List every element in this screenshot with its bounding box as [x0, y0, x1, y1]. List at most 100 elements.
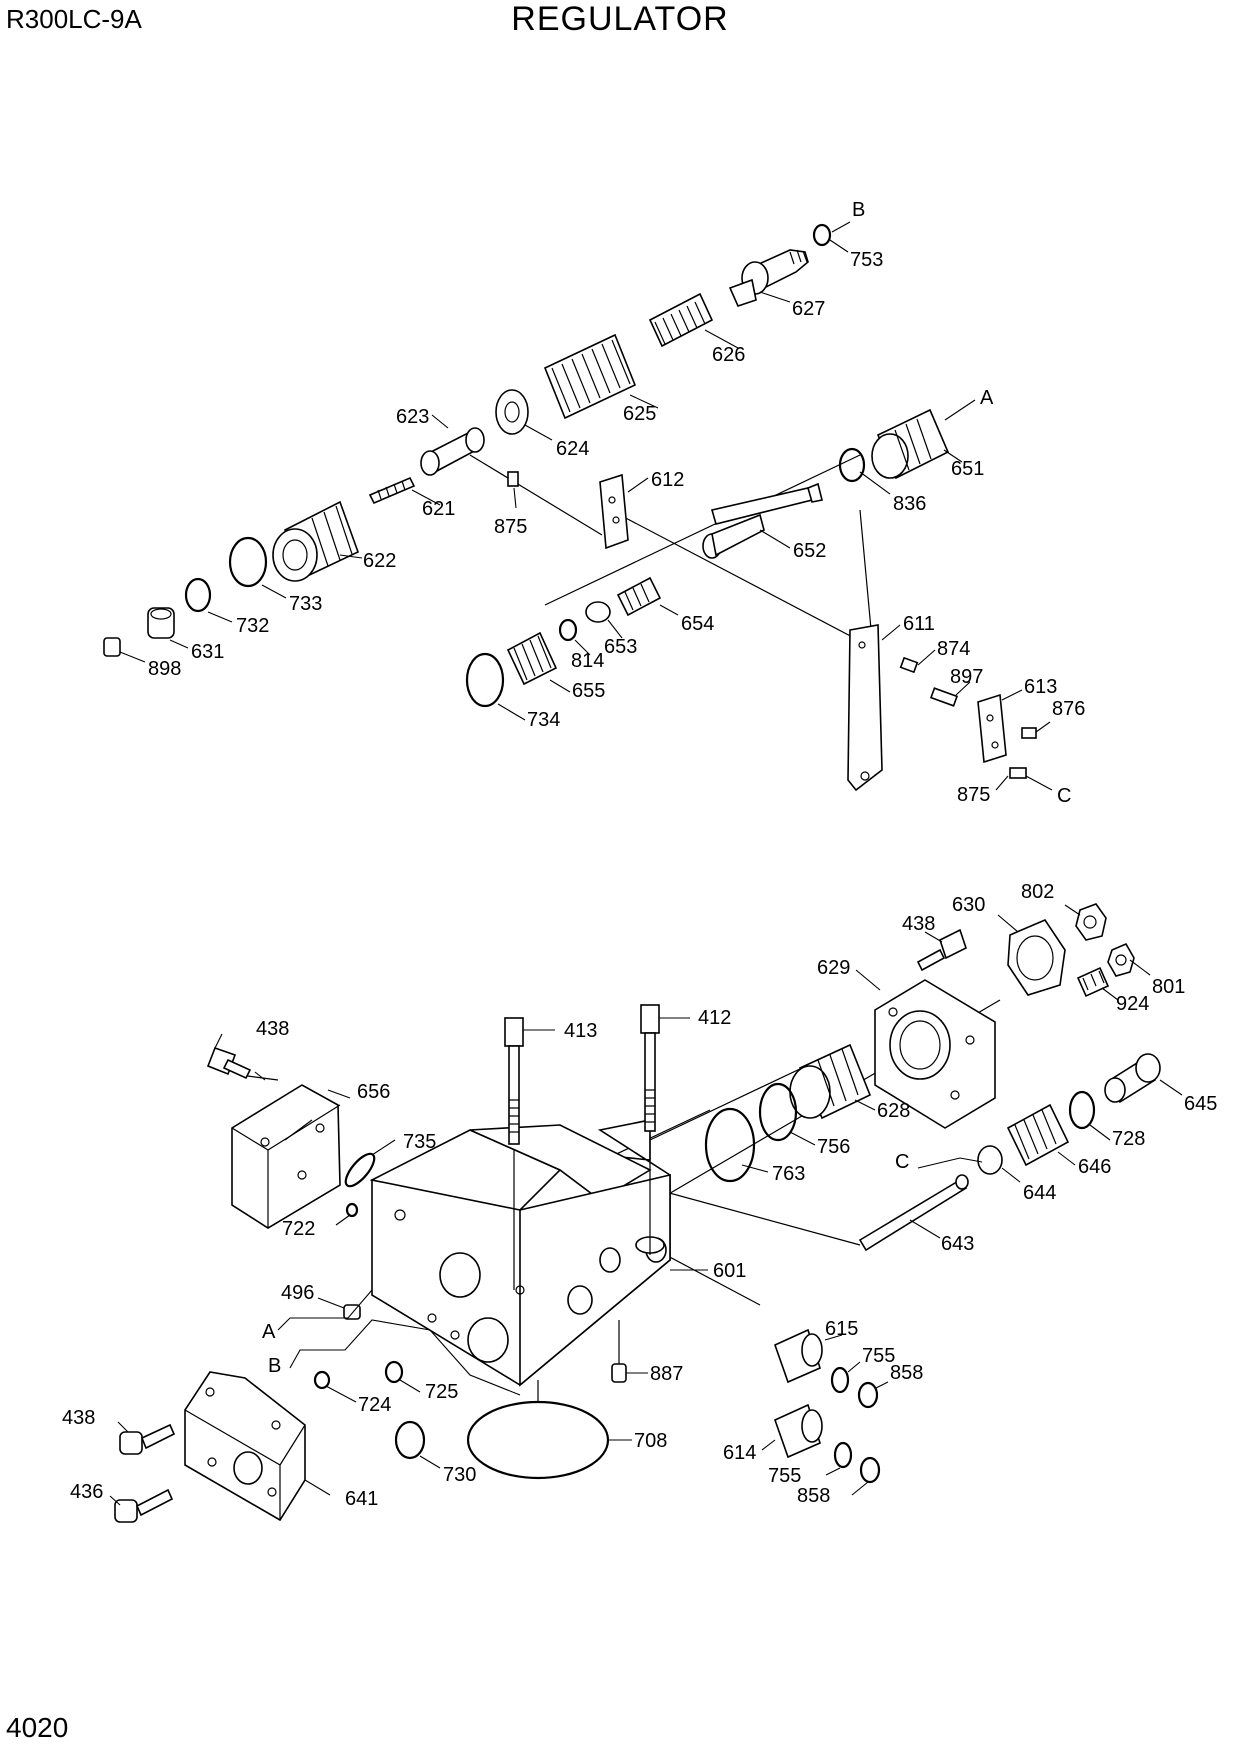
callout-label: 755	[768, 1465, 801, 1487]
o-ring-730	[394, 1420, 426, 1460]
callout-labels: B 753 627 626 625 623 624 A 651 612 621 …	[62, 199, 1217, 1510]
lower-leader-lines	[109, 904, 1183, 1506]
callout-label: 756	[817, 1136, 850, 1158]
callout-label: 412	[698, 1007, 731, 1029]
page-number: 4020	[6, 1712, 69, 1743]
callout-label: 646	[1078, 1156, 1111, 1178]
callout-label: 612	[651, 469, 684, 491]
callout-label: A	[262, 1321, 276, 1343]
pin-875-b	[1009, 767, 1027, 779]
callout-label: 644	[1023, 1182, 1056, 1204]
diagram-title: REGULATOR	[511, 0, 729, 38]
pilot-piston-643	[858, 1174, 969, 1252]
seat-653	[585, 601, 611, 623]
o-ring-763	[704, 1107, 756, 1183]
callout-label: A	[980, 387, 994, 409]
o-ring-756	[758, 1082, 798, 1142]
callout-label: 836	[893, 493, 926, 515]
seat-624	[495, 389, 529, 435]
snap-ring-858-lower	[859, 1456, 881, 1484]
bolt-438-upper	[206, 1046, 252, 1080]
callout-label: 615	[825, 1318, 858, 1340]
callout-label: 724	[358, 1394, 391, 1416]
callout-label: 631	[191, 641, 224, 663]
callout-label: 621	[422, 498, 455, 520]
callout-label: 725	[425, 1381, 458, 1403]
callout-label: 753	[850, 249, 883, 271]
callout-label: 801	[1152, 976, 1185, 998]
pin-898	[103, 637, 121, 657]
o-ring-725	[384, 1360, 404, 1384]
feedback-lever-611	[847, 624, 883, 792]
callout-label: 653	[604, 636, 637, 658]
callout-label: 641	[345, 1488, 378, 1510]
pin-875	[507, 471, 519, 487]
upper-assembly	[103, 223, 1037, 792]
plug-614	[774, 1403, 823, 1459]
callout-label: B	[852, 199, 865, 221]
seat-644	[977, 1145, 1003, 1175]
callout-label: 622	[363, 550, 396, 572]
callout-label: 887	[650, 1363, 683, 1385]
sleeve-651	[871, 408, 950, 480]
pin-897	[929, 687, 959, 707]
sleeve-631	[147, 607, 175, 639]
o-ring-753	[812, 223, 832, 247]
o-ring-728	[1068, 1090, 1096, 1130]
callout-label: C	[1057, 785, 1071, 807]
callout-label: 875	[957, 784, 990, 806]
pin-876	[1021, 727, 1037, 739]
o-ring-708	[466, 1400, 610, 1480]
lever-613	[977, 693, 1007, 764]
callout-label: 733	[289, 593, 322, 615]
callout-label: 722	[282, 1218, 315, 1240]
spring-626	[648, 292, 714, 348]
callout-label: 898	[148, 658, 181, 680]
nut-801	[1107, 942, 1135, 977]
lower-assembly	[114, 903, 1161, 1523]
callout-label: 875	[494, 516, 527, 538]
lever-612	[599, 473, 629, 550]
adjust-screw-621	[368, 476, 416, 505]
callout-label: 628	[877, 1100, 910, 1122]
callout-label: 629	[817, 957, 850, 979]
snap-ring-858-upper	[857, 1381, 879, 1409]
callout-label: C	[895, 1151, 909, 1173]
spring-654	[616, 576, 662, 617]
callout-label: 802	[1021, 881, 1054, 903]
callout-label: 645	[1184, 1093, 1217, 1115]
callout-label: 624	[556, 438, 589, 460]
callout-label: 438	[256, 1018, 289, 1040]
callout-label: 924	[1116, 993, 1149, 1015]
callout-label: 728	[1112, 1128, 1145, 1150]
spring-646	[1006, 1103, 1070, 1167]
o-ring-755-lower	[833, 1441, 853, 1469]
sleeve-628	[789, 1043, 872, 1120]
callout-label: 652	[793, 540, 826, 562]
callout-label: 626	[712, 344, 745, 366]
callout-label: 438	[62, 1407, 95, 1429]
callout-label: 858	[890, 1362, 923, 1384]
callout-label: 614	[723, 1442, 756, 1464]
nut-802	[1075, 903, 1107, 941]
bolt-412	[640, 1004, 660, 1132]
callout-label: 627	[792, 298, 825, 320]
callout-label: 708	[634, 1430, 667, 1452]
spring-655	[506, 631, 558, 686]
bolt-438-lower	[119, 1423, 176, 1455]
o-ring-733	[228, 536, 268, 588]
callout-label: 438	[902, 913, 935, 935]
callout-label: 655	[572, 680, 605, 702]
callout-label: 601	[713, 1260, 746, 1282]
o-ring-734	[465, 652, 505, 708]
callout-label: 814	[571, 650, 604, 672]
callout-label: B	[268, 1355, 281, 1377]
spring-625	[543, 333, 637, 420]
piston-623	[420, 427, 485, 476]
callout-label: 413	[564, 1020, 597, 1042]
model-label: R300LC-9A	[6, 4, 142, 34]
callout-label: 876	[1052, 698, 1085, 720]
cover-629	[874, 979, 996, 1129]
pin-887	[611, 1363, 627, 1383]
